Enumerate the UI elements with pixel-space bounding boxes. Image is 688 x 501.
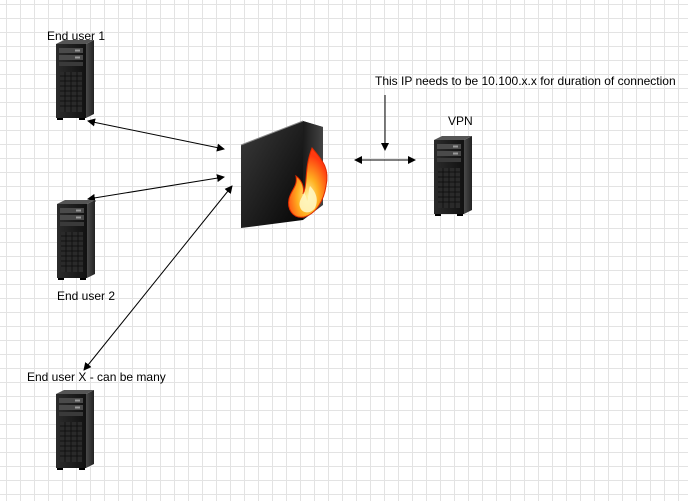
flame-icon [288,147,328,218]
server-icon [55,389,95,471]
end-user-2-label: End user 2 [57,289,116,303]
vpn-label: VPN [448,114,473,128]
server-icon [433,135,473,217]
end-user-1-label: End user 1 [47,29,106,43]
connector-end-user-x-firewall [83,185,233,371]
end-user-x-label: End user X - can be many [27,370,166,384]
server-icon [56,199,96,281]
connector-end-user-2-firewall [87,174,225,202]
connector-end-user-1-firewall [87,118,225,152]
firewall-icon [240,120,328,228]
ip-note-label: This IP needs to be 10.100.x.x for durat… [375,74,676,88]
server-icon [55,39,95,121]
